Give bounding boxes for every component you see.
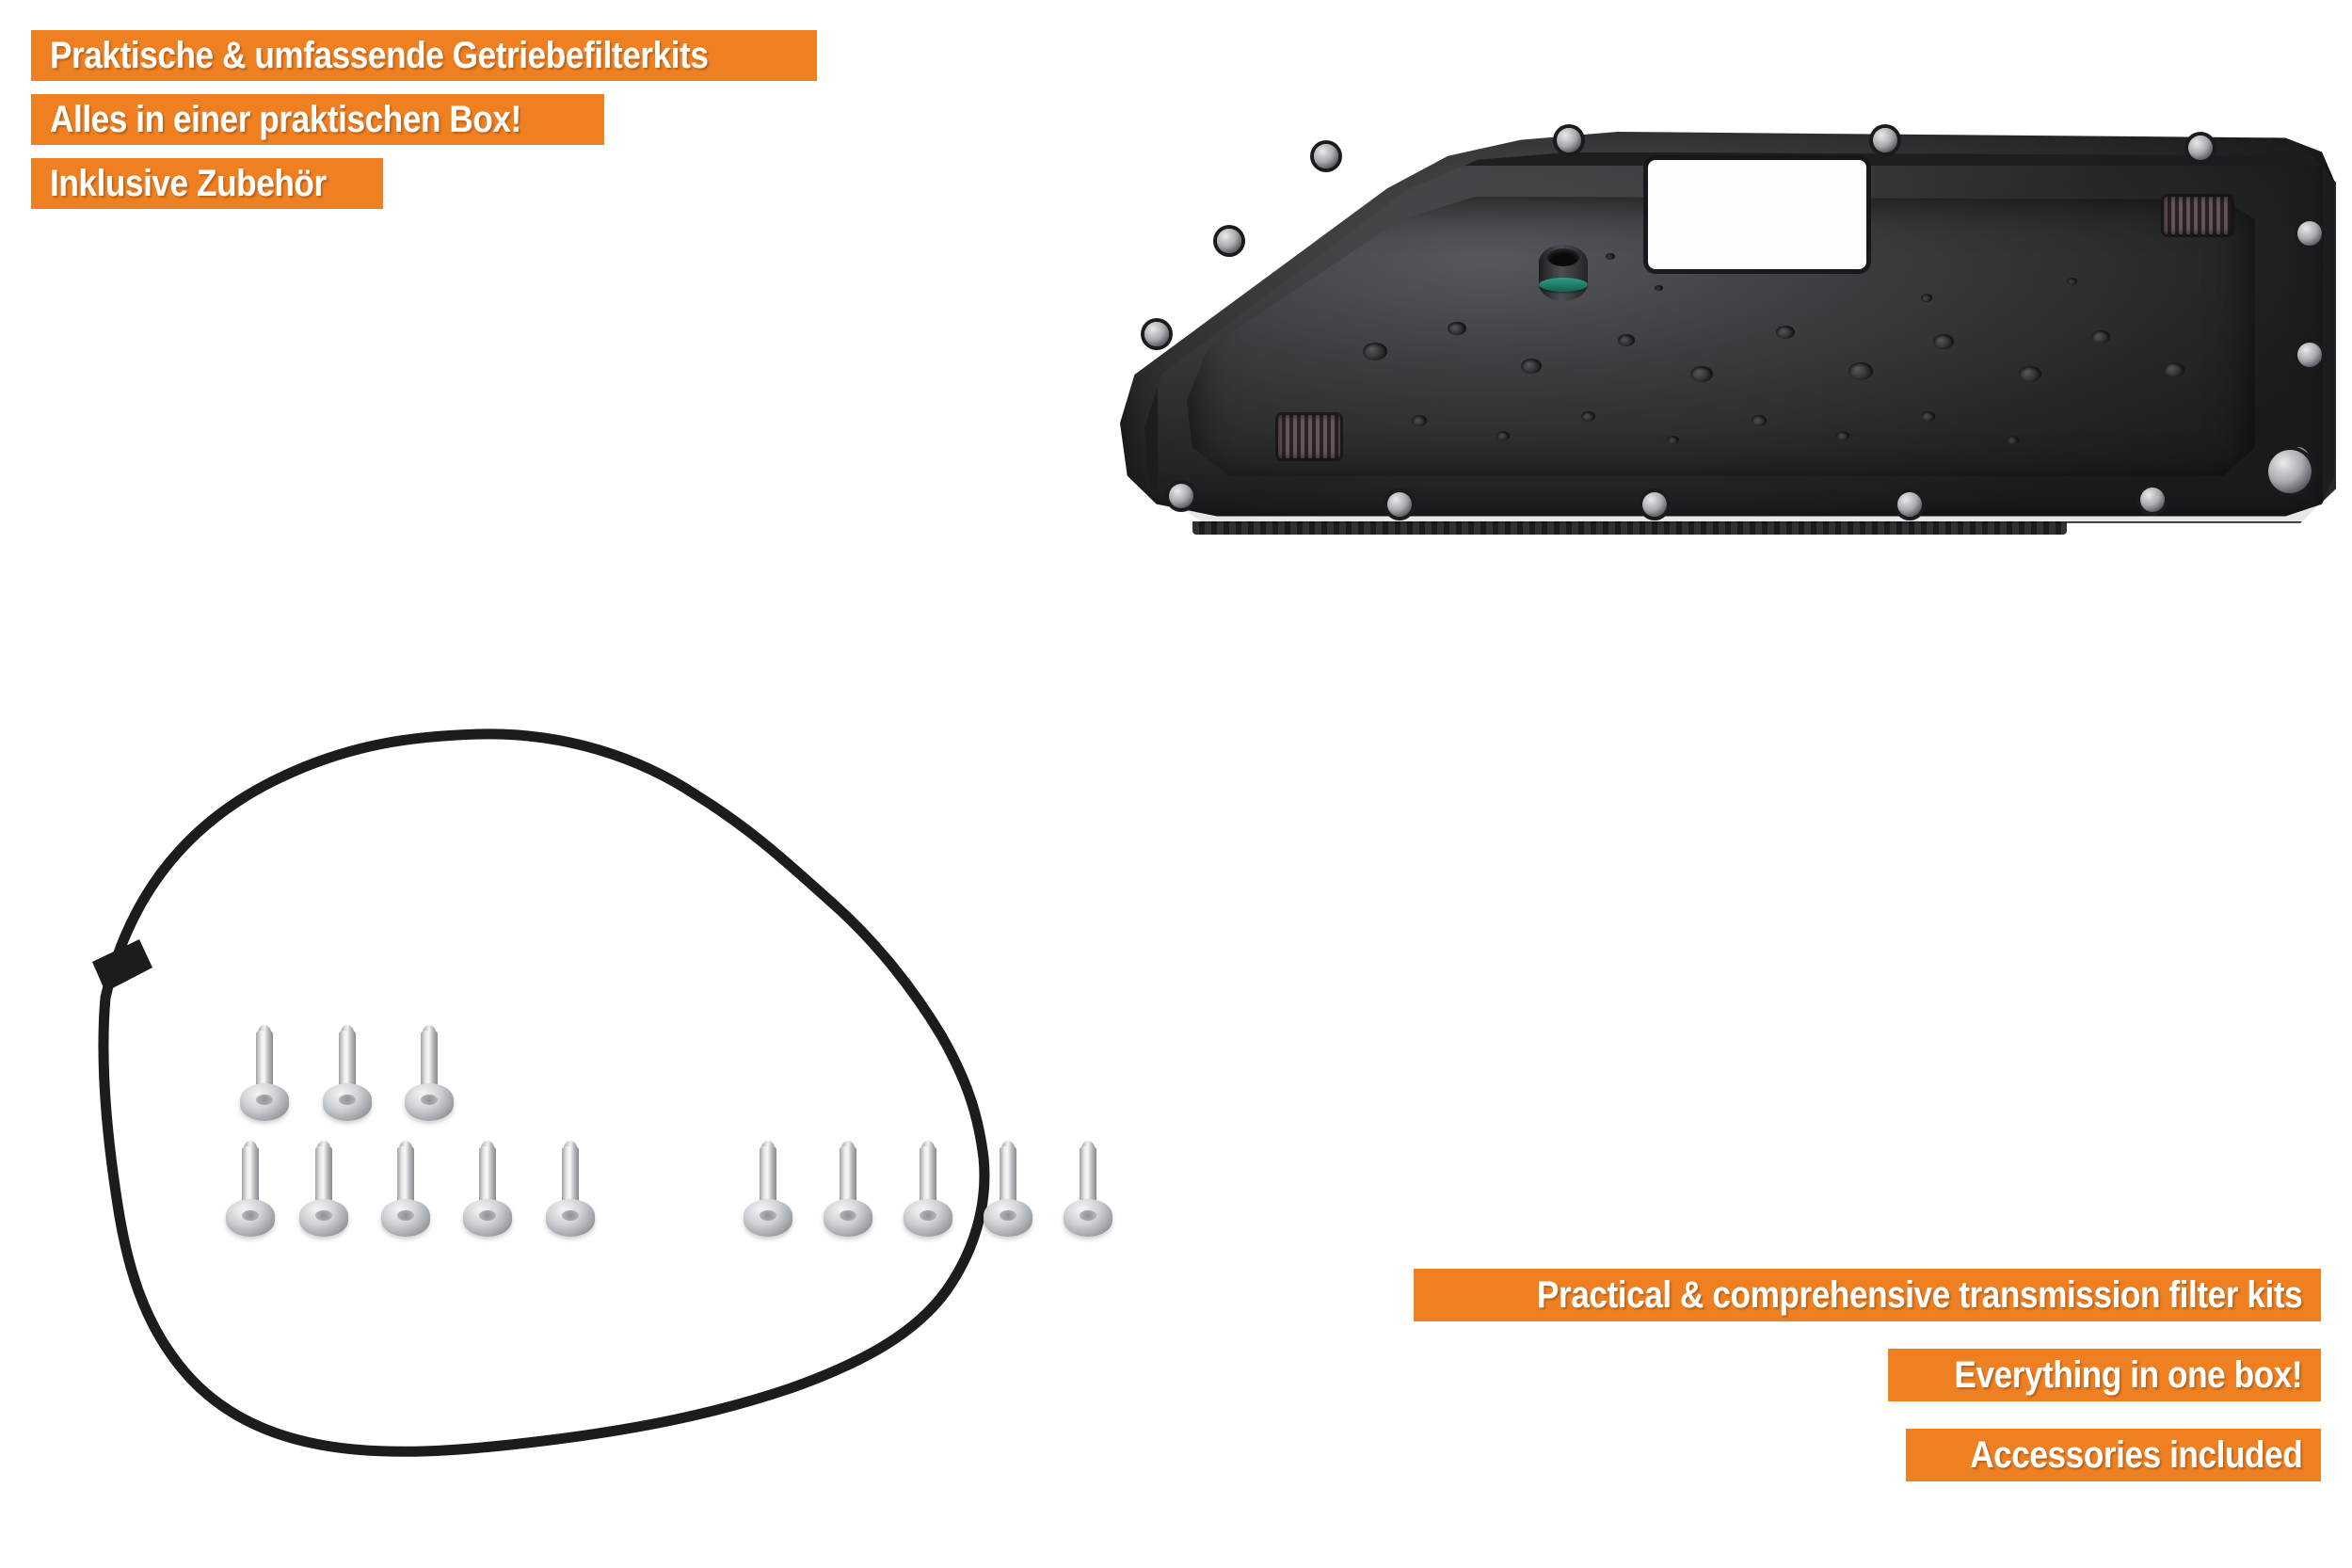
mounting-bolt-7 [463,1141,512,1237]
oil-pan-dimple-6 [1775,326,1795,340]
bolt-shaft [920,1146,936,1207]
oil-pan-dimple-13 [1496,431,1510,441]
bolt-shaft [1000,1146,1016,1207]
mounting-bolt-8 [546,1141,595,1237]
oil-pan-dimple-11 [2164,362,2185,378]
bolt-shaft [242,1146,259,1207]
mounting-bolt-13 [1064,1141,1112,1237]
banner-de-headline: Praktische & umfassende Getriebefilterki… [31,30,817,81]
bolt-head [299,1199,348,1237]
oil-pan-dimple-14 [1581,410,1596,422]
bolt-head [226,1199,275,1237]
spout-bore [1547,248,1580,267]
banner-en-accessories-text: Accessories included [1969,1433,2303,1476]
oil-pan-mesh-1 [2164,196,2232,234]
bolt-head [546,1199,595,1237]
oil-pan-eyelet-5 [2297,220,2323,246]
oil-pan-dimple-9 [2018,366,2041,383]
banner-en-headline-text: Practical & comprehensive transmission f… [1536,1273,2303,1316]
oil-pan-dimple-20 [1606,253,1615,260]
oil-pan-dimple-19 [2006,435,2019,444]
bolt-shaft [562,1146,579,1207]
bolt-shaft [479,1146,496,1207]
oring-seal [1539,278,1589,293]
mounting-bolt-10 [824,1141,872,1237]
oil-pan-dimple-17 [1836,431,1850,441]
oil-pan-dimple-16 [1751,415,1767,426]
oil-pan-eyelet-14 [2139,488,2165,513]
oil-pan-eyelet-12 [1641,491,1667,517]
mounting-bolt-12 [984,1141,1032,1237]
oil-pan-dimple-10 [2091,329,2110,344]
banner-de-box-text: Alles in einer praktischen Box! [50,98,521,140]
bolt-shaft [315,1146,332,1207]
banner-de-box: Alles in einer praktischen Box! [31,94,605,145]
bolt-head [824,1199,872,1237]
oil-pan-dimple-23 [2067,277,2078,285]
bolt-shaft [397,1146,414,1207]
bolt-shaft [840,1146,856,1207]
bolt-head [405,1083,454,1121]
bolt-head [381,1199,430,1237]
oil-pan-eyelet-6 [2297,342,2323,367]
banner-en-box-text: Everything in one box! [1954,1353,2302,1396]
oil-pan-eyelet-3 [1872,127,1897,152]
oil-pan-fill-spout [1539,245,1589,302]
mounting-bolt-4 [226,1141,275,1237]
banner-de-headline-text: Praktische & umfassende Getriebefilterki… [50,34,709,76]
bolt-head [463,1199,512,1237]
bolt-head [323,1083,372,1121]
oil-pan-eyelet-10 [1168,484,1193,509]
mounting-bolt-2 [323,1025,372,1121]
oil-pan-gasket [38,593,1252,1496]
oil-pan-eyelet-11 [1386,491,1412,517]
mounting-bolt-9 [744,1141,792,1237]
bolt-head [1064,1199,1112,1237]
oil-pan-dimple-7 [1848,362,1873,381]
bolt-shaft [256,1031,273,1091]
mounting-bolt-6 [381,1141,430,1237]
oil-pan-dimple-1 [1363,342,1387,360]
oil-pan-dimple-15 [1666,435,1679,444]
oil-pan-dimple-3 [1520,358,1542,374]
oil-pan-dimple-8 [1933,334,1955,349]
mounting-bolt-5 [299,1141,348,1237]
oil-pan-dimple-4 [1617,334,1635,346]
bolt-shaft [760,1146,776,1207]
banner-de-accessories-text: Inklusive Zubehör [50,162,327,204]
mounting-bolt-1 [240,1025,289,1121]
oil-pan-eyelet-13 [1896,491,1922,517]
bolt-shaft [339,1031,356,1091]
banner-en-headline: Practical & comprehensive transmission f… [1413,1269,2321,1321]
oil-pan-eyelet-1 [1314,143,1339,168]
oil-pan-dimple-2 [1448,322,1467,336]
transmission-oil-pan [1120,127,2337,536]
bolt-head [240,1083,289,1121]
oil-pan-dimple-21 [1654,285,1663,292]
banner-en-accessories: Accessories included [1905,1429,2321,1481]
oil-pan-drain-plug [2268,450,2312,493]
mounting-bolt-3 [405,1025,454,1121]
oil-pan-dimple-22 [1921,294,1933,302]
mounting-bolt-11 [904,1141,952,1237]
bolt-shaft [1080,1146,1096,1207]
oil-pan-mesh-2 [1277,415,1340,458]
oil-pan-eyelet-9 [1144,322,1169,347]
banner-de-accessories: Inklusive Zubehör [31,158,383,209]
bolt-head [744,1199,792,1237]
bolt-head [904,1199,952,1237]
oil-pan-eyelet-8 [1217,229,1242,254]
bolt-head [984,1199,1032,1237]
gasket-tab [92,939,152,992]
oil-pan-cutout-window [1648,160,1867,270]
oil-pan-dimple-18 [1921,410,1936,422]
oil-pan-dimple-12 [1411,415,1427,426]
banner-en-box: Everything in one box! [1887,1349,2321,1401]
bolt-shaft [421,1031,438,1091]
oil-pan-dimple-5 [1690,366,1714,383]
oil-pan-eyelet-2 [1557,127,1582,152]
oil-pan-bottom-ribbing [1192,520,2068,535]
oil-pan-eyelet-4 [2188,136,2214,161]
gasket-outline [92,728,990,1457]
